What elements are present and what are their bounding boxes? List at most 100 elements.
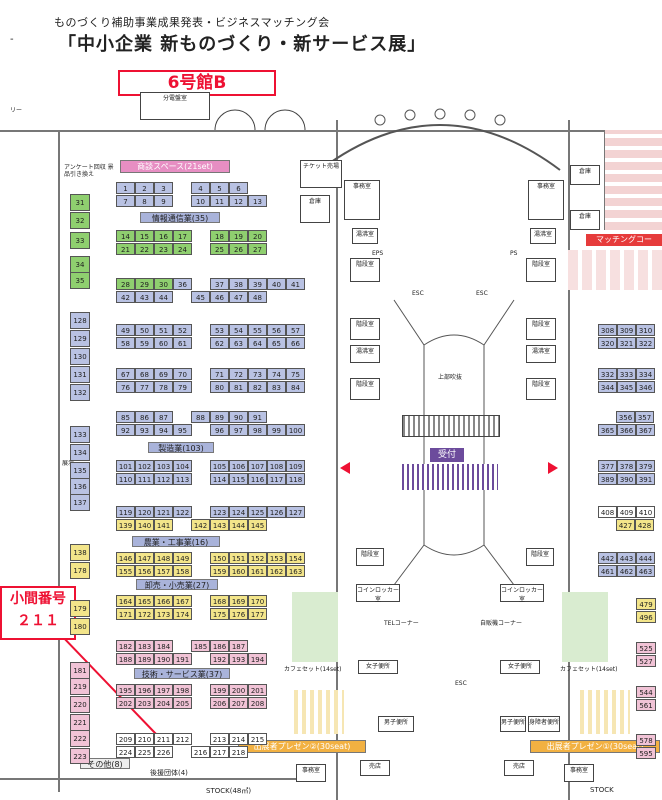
booth-162: 162 [267,565,286,577]
booth-463: 463 [636,565,655,577]
booth-390: 390 [617,473,636,485]
booth-216: 216 [191,746,210,758]
booth-595: 595 [636,747,656,759]
booth-67: 67 [116,368,135,380]
booth-53: 53 [210,324,229,336]
booth-182: 182 [116,640,135,652]
presen1-seats [580,690,630,734]
atrium-lines [393,299,515,586]
booth-19: 19 [229,230,248,242]
booth-6: 6 [229,182,248,194]
booth-48: 48 [248,291,267,303]
reception-gates [402,464,498,490]
booth-91: 91 [248,411,267,423]
booth-168: 168 [210,595,229,607]
booth-107: 107 [248,460,267,472]
booth-357: 357 [635,411,654,423]
callout-number: ２１１ [17,613,59,629]
souko-left: 倉庫 [300,195,330,223]
booth-71: 71 [210,368,229,380]
booth-410: 410 [636,506,655,518]
kaidan-r1: 階段室 [526,258,556,282]
booth-139: 139 [116,519,135,531]
booth-31: 31 [70,194,90,211]
booth-80: 80 [210,381,229,393]
booth-200: 200 [229,684,248,696]
booth-379: 379 [636,460,655,472]
booth-133: 133 [70,426,90,443]
booth-58: 58 [116,337,135,349]
booth-95: 95 [173,424,192,436]
booth-320: 320 [598,337,617,349]
booth-22: 22 [135,243,154,255]
booth-461: 461 [598,565,617,577]
booth-29: 29 [135,278,154,290]
koen-label: 後援団体(4) [150,769,188,777]
booth-98: 98 [248,424,267,436]
booth-102: 102 [135,460,154,472]
denban-room: 分電盤室 [140,92,210,120]
booth-186: 186 [210,640,229,652]
booth-63: 63 [229,337,248,349]
event-subtitle: ものづくり補助事業成果発表・ビジネスマッチング会 [54,16,330,29]
booth-17: 17 [173,230,192,242]
booth-55: 55 [248,324,267,336]
kaidan-l3: 階段室 [350,378,380,400]
booth-21: 21 [116,243,135,255]
booth-78: 78 [154,381,173,393]
booth-159: 159 [210,565,229,577]
gijutsu-label: 技術・サービス業(37) [134,668,230,679]
baiten-right: 売店 [504,760,534,776]
booth-217: 217 [210,746,229,758]
booth-409: 409 [617,506,636,518]
booth-125: 125 [248,506,267,518]
booth-134: 134 [70,444,90,461]
booth-34: 34 [70,256,90,273]
booth-215: 215 [248,733,267,745]
booth-1: 1 [116,182,135,194]
center-left-wall [336,120,338,800]
booth-346: 346 [636,381,655,393]
booth-7: 7 [116,195,135,207]
booth-345: 345 [617,381,636,393]
josei-right: 女子便所 [500,660,540,674]
booth-12: 12 [229,195,248,207]
booth-49: 49 [116,324,135,336]
booth-57: 57 [286,324,305,336]
kaidan-r3: 階段室 [526,378,556,400]
booth-141: 141 [154,519,173,531]
booth-389: 389 [598,473,617,485]
booth-117: 117 [267,473,286,485]
booth-210: 210 [135,733,154,745]
booth-73: 73 [248,368,267,380]
booth-428: 428 [635,519,654,531]
esc-bottom: ESC [455,680,467,687]
booth-65: 65 [267,337,286,349]
booth-41: 41 [286,278,305,290]
booth-173: 173 [154,608,173,620]
booth-209: 209 [116,733,135,745]
souko-right2: 倉庫 [570,210,600,230]
booth-157: 157 [154,565,173,577]
booth-135: 135 [70,462,90,479]
booth-37: 37 [210,278,229,290]
ri-label: リー [10,107,23,114]
booth-462: 462 [617,565,636,577]
booth-310: 310 [636,324,655,336]
booth-151: 151 [229,552,248,564]
booth-332: 332 [598,368,617,380]
presen2-label: 出展者プレゼン②(30seat) [238,740,366,753]
booth-130: 130 [70,348,90,365]
booth-10: 10 [191,195,210,207]
booth-170: 170 [248,595,267,607]
booth-145: 145 [248,519,267,531]
booth-4: 4 [191,182,210,194]
booth-79: 79 [173,381,192,393]
booth-378: 378 [617,460,636,472]
booth-171: 171 [116,608,135,620]
booth-197: 197 [154,684,173,696]
booth-85: 85 [116,411,135,423]
booth-number-callout: 小間番号 ２１１ [0,586,76,640]
anketo-label: アンケート回収 景品引き換え [64,164,114,178]
booth-35: 35 [70,272,90,289]
